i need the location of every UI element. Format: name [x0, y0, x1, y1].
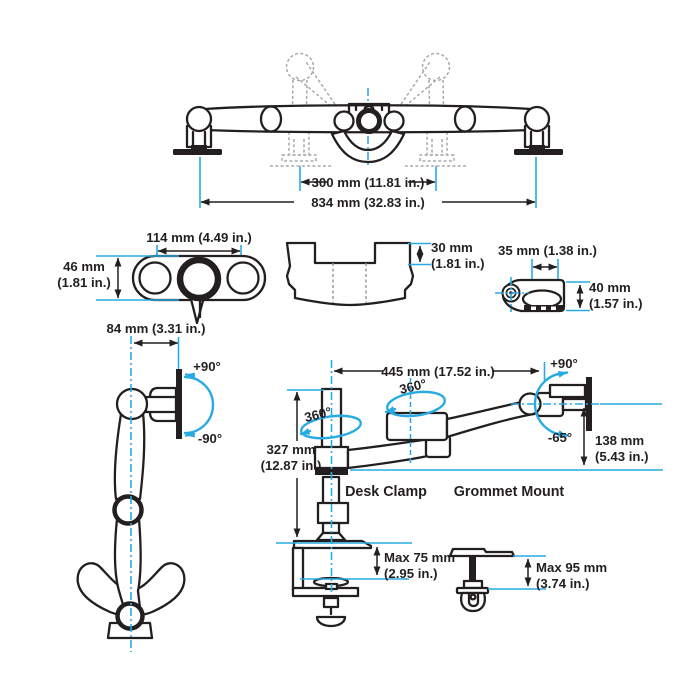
pole-rotation-label: 360° [303, 404, 333, 425]
dim-pivot-height: 40 mm (1.57 in.) [566, 280, 643, 312]
height-range-label-1: 138 mm [595, 433, 644, 448]
elbow-joint-left [259, 105, 283, 133]
pivot-height-label-1: 40 mm [589, 280, 631, 295]
elbow-joint-right [453, 105, 477, 133]
pole-height-label-2: (12.87 in.) [261, 458, 322, 473]
monitor-plate [586, 377, 592, 431]
head-depth-label-1: 46 mm [63, 259, 105, 274]
desk-clamp-label: Desk Clamp [345, 484, 427, 500]
pole-height-label-1: 327 mm [266, 442, 315, 457]
joint-rotation-label: 360° [398, 376, 428, 397]
swivel-down-label: -90° [198, 431, 222, 446]
head-socket-left [138, 261, 172, 295]
pivot-side-view: 35 mm (1.38 in.) 40 mm (1.57 in.) [495, 243, 643, 313]
dim-head-depth: 46 mm (1.81 in.) [57, 255, 179, 301]
inner-joint-right [383, 110, 405, 132]
inner-joint-left [333, 110, 355, 132]
head-center-ring [176, 256, 222, 302]
arm-depth-label: 84 mm (3.31 in.) [107, 321, 206, 336]
pivot-height-label-2: (1.57 in.) [589, 296, 643, 311]
overall-width-label: 834 mm (32.83 in.) [311, 195, 425, 210]
dim-monitor-spacing: 300 mm (11.81 in.) [299, 166, 437, 191]
dim-clamp-thickness: Max 75 mm (2.95 in.) [276, 542, 455, 581]
dim-grommet-thickness: Max 95 mm (3.74 in.) [488, 555, 607, 591]
grommet-mount-label: Grommet Mount [454, 484, 565, 500]
pivot-width-label: 35 mm (1.38 in.) [498, 243, 597, 258]
reach-label: 445 mm (17.52 in.) [381, 364, 495, 379]
tilt-arc: +90° -65° [533, 356, 578, 445]
top-ball-joint [115, 387, 149, 421]
front-view: 300 mm (11.81 in.) 834 mm (32.83 in.) [173, 52, 563, 210]
center-mount [347, 102, 391, 134]
bracket-outline [285, 241, 415, 307]
dim-pole-height: 327 mm (12.87 in.) [261, 389, 324, 538]
head-tab [548, 383, 587, 399]
mid-joint-upper [385, 411, 449, 442]
tilt-down-label: -65° [548, 430, 572, 445]
dim-height-range: 138 mm (5.43 in.) [580, 407, 649, 466]
arm-side-view: 360° 360° +90° -65° 445 mm (17.52 in.) [261, 356, 663, 628]
swivel-arc [183, 372, 215, 438]
head-socket-right [226, 261, 260, 295]
rotation-joint: 360° [384, 376, 446, 418]
head-width-label: 114 mm (4.49 in.) [146, 230, 252, 245]
head-depth-label-2: (1.81 in.) [57, 275, 111, 290]
base-wings [76, 562, 186, 617]
grommet-mount [448, 547, 516, 613]
head-top-view: 114 mm (4.49 in.) 46 mm (1.81 in.) [57, 230, 267, 325]
end-ball-left [185, 105, 213, 133]
dim-bracket-height: 30 mm (1.81 in.) [408, 240, 485, 271]
height-range-label-2: (5.43 in.) [595, 449, 649, 464]
rotation-pole: 360° [299, 404, 362, 440]
pedestal-right [514, 124, 563, 155]
dim-reach: 445 mm (17.52 in.) [333, 362, 546, 381]
swivel-up-label: +90° [193, 359, 221, 374]
pedestal-left [173, 124, 222, 155]
clamp-thickness-label-2: (2.95 in.) [384, 566, 438, 581]
bracket-height-label-1: 30 mm [431, 240, 473, 255]
mid-joint-ring [112, 494, 144, 526]
vesa-link [144, 395, 178, 414]
monitor-spacing-label: 300 mm (11.81 in.) [312, 175, 425, 190]
clamp-thickness-label-1: Max 75 mm [384, 550, 455, 565]
end-ball-right [523, 105, 551, 133]
base-ring [115, 601, 145, 631]
tilt-up-label: +90° [550, 356, 578, 371]
root-band [315, 467, 348, 475]
arm-top-view: 84 mm (3.31 in.) +90° -90° [76, 321, 222, 652]
bracket-height-label-2: (1.81 in.) [431, 256, 485, 271]
grommet-thickness-label-1: Max 95 mm [536, 560, 607, 575]
bracket-front-view: 30 mm (1.81 in.) [285, 240, 485, 307]
dim-overall-width: 834 mm (32.83 in.) [199, 157, 537, 210]
grommet-thickness-label-2: (3.74 in.) [536, 576, 590, 591]
vesa-plate [176, 369, 182, 439]
arm-upper-segment [113, 411, 146, 501]
